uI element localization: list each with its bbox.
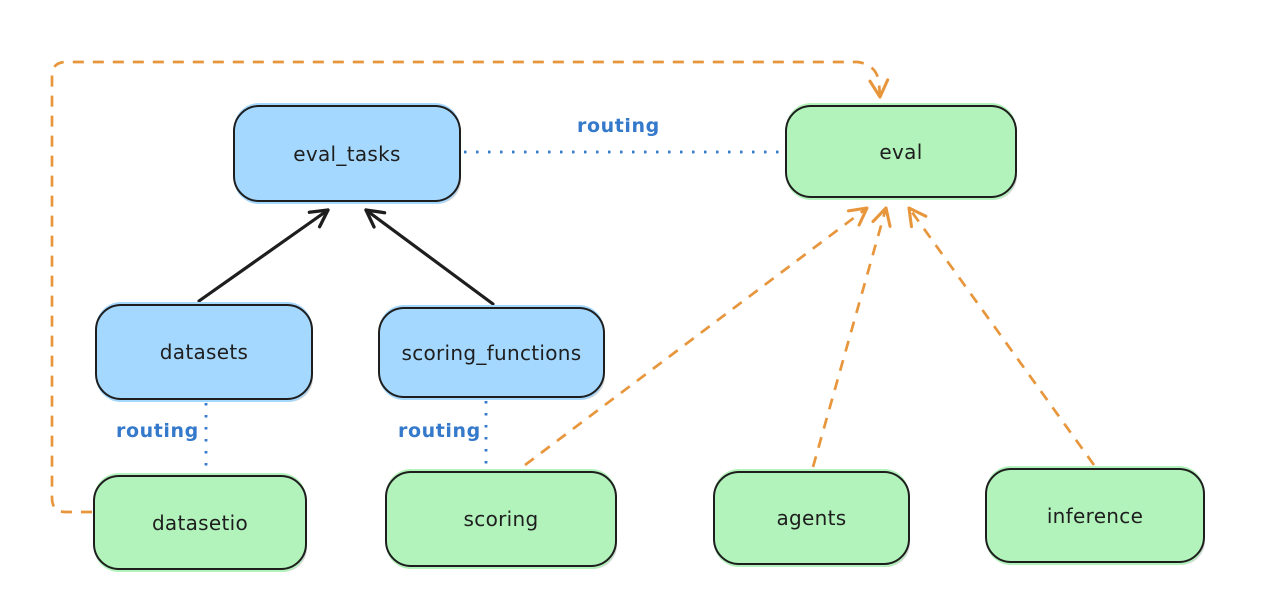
node-scoring-functions-label: scoring_functions bbox=[401, 340, 582, 365]
edge-label-routing-datasets-datasetio: routing bbox=[116, 420, 199, 442]
node-inference: inference bbox=[985, 468, 1205, 563]
node-scoring-functions: scoring_functions bbox=[378, 307, 605, 398]
node-inference-label: inference bbox=[1046, 503, 1144, 528]
node-scoring: scoring bbox=[385, 471, 617, 567]
edge-label-routing-scoring-functions-scoring: routing bbox=[398, 420, 481, 442]
node-datasets-label: datasets bbox=[159, 340, 249, 364]
edge-scoring-functions-to-eval-tasks bbox=[364, 208, 495, 306]
node-eval: eval bbox=[785, 105, 1017, 198]
node-datasetio-label: datasetio bbox=[151, 510, 249, 535]
node-scoring-label: scoring bbox=[463, 507, 539, 531]
node-eval-tasks: eval_tasks bbox=[233, 105, 461, 202]
edge-datasetio-to-eval-loop bbox=[50, 60, 890, 514]
node-datasetio: datasetio bbox=[93, 475, 307, 570]
node-agents: agents bbox=[713, 471, 910, 565]
node-eval-label: eval bbox=[879, 139, 923, 164]
edge-agents-to-eval bbox=[811, 206, 892, 468]
node-datasets: datasets bbox=[95, 304, 313, 400]
edge-label-routing-eval-tasks-eval: routing bbox=[577, 115, 660, 137]
node-agents-label: agents bbox=[776, 506, 847, 530]
edge-inference-to-eval bbox=[907, 206, 1096, 466]
node-eval-tasks-label: eval_tasks bbox=[293, 141, 401, 166]
edge-datasets-to-eval-tasks bbox=[197, 208, 330, 303]
